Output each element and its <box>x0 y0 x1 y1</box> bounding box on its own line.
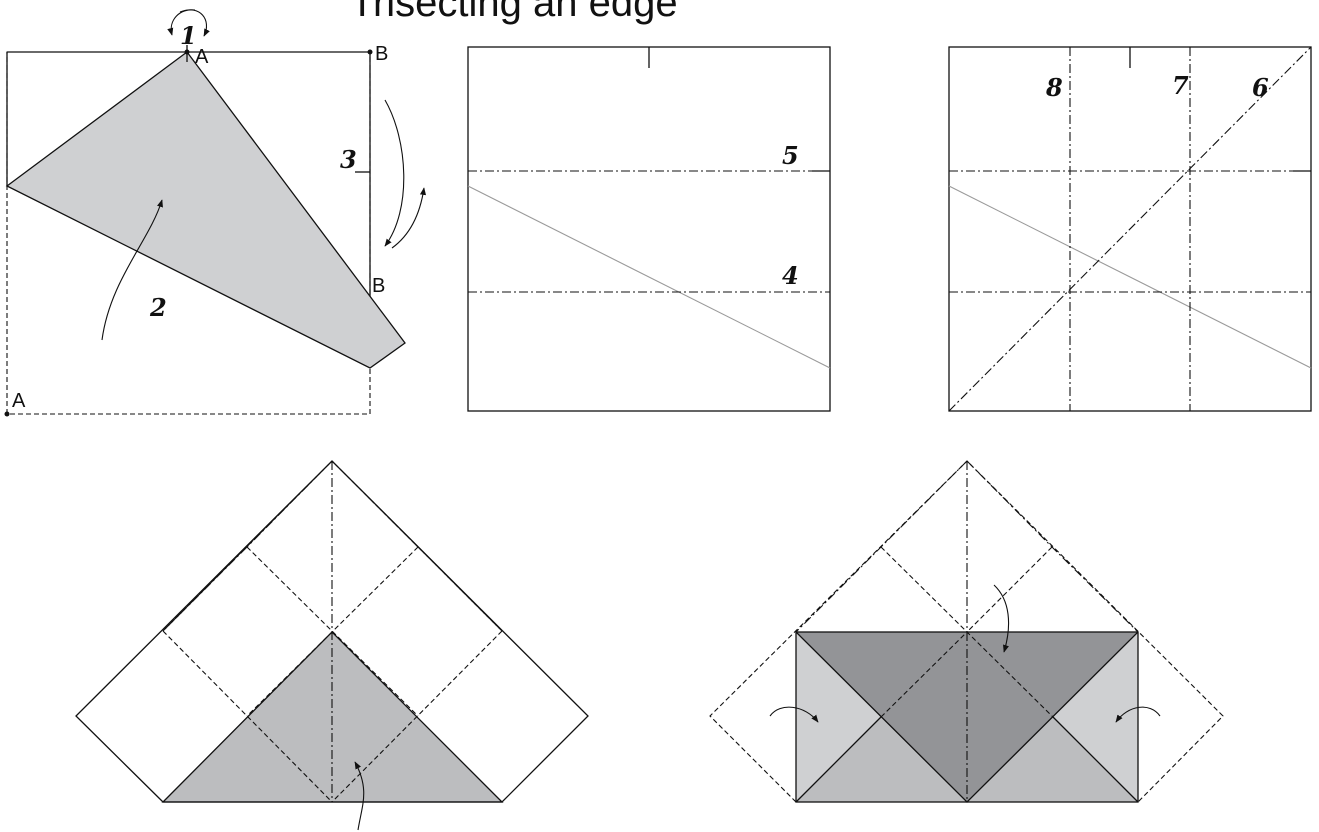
step1-number-1: 1 <box>180 21 197 50</box>
step5-ghost-inner-right <box>966 546 1053 633</box>
step1-label-a-bottom: A <box>12 390 26 412</box>
step4-arrow-fold-up <box>354 761 365 831</box>
step1-number-3: 3 <box>340 145 357 174</box>
step2-square <box>467 46 831 412</box>
step1-label-b-side: B <box>372 275 385 297</box>
step3-number-6: 6 <box>1252 73 1269 102</box>
step5-inner-valleys <box>880 631 1054 718</box>
step1-arrow-pinch-right <box>179 9 210 37</box>
step1-arrow-unfold-edge <box>391 187 427 249</box>
step5-panel <box>709 460 1224 803</box>
step1-arrow-fold-edge <box>384 99 405 247</box>
step1-dot-a-top <box>184 49 190 55</box>
step4-panel <box>75 460 589 831</box>
step5-diagonals <box>795 631 1139 803</box>
step1-dot-b-top <box>367 49 373 55</box>
step5-arrow-top <box>993 584 1010 653</box>
step1-label-a-top: A <box>195 46 209 68</box>
step1-folded-flap <box>5 51 406 369</box>
step5-side-flap-left <box>796 632 881 802</box>
step3-number-7: 7 <box>1172 71 1189 100</box>
step3-panel: 8 7 6 <box>948 46 1312 412</box>
step2-number-5: 5 <box>782 141 799 170</box>
step1-number-2: 2 <box>149 293 167 322</box>
step5-ghost-inner-left <box>880 546 968 633</box>
step2-diagonal-crease <box>467 185 831 369</box>
step2-number-4: 4 <box>782 261 799 290</box>
step2-panel: 5 4 <box>467 46 831 412</box>
step3-diagonal-fold-6 <box>948 46 1312 412</box>
step1-arrow-fold-flap <box>101 199 163 341</box>
step3-number-8: 8 <box>1045 73 1063 102</box>
step5-arrow-left <box>769 706 819 723</box>
step5-arrow-right <box>1115 706 1161 723</box>
step1-label-b-top: B <box>375 43 388 65</box>
diagram-title: Trisecting an edge <box>350 0 678 25</box>
step3-diagonal-crease <box>948 185 1312 369</box>
step1-panel: A B B A 1 2 3 <box>4 9 427 417</box>
step5-side-flap-right <box>1053 632 1138 802</box>
step4-mountain-inner <box>162 460 503 632</box>
step1-dot-a-bottom <box>4 411 10 417</box>
